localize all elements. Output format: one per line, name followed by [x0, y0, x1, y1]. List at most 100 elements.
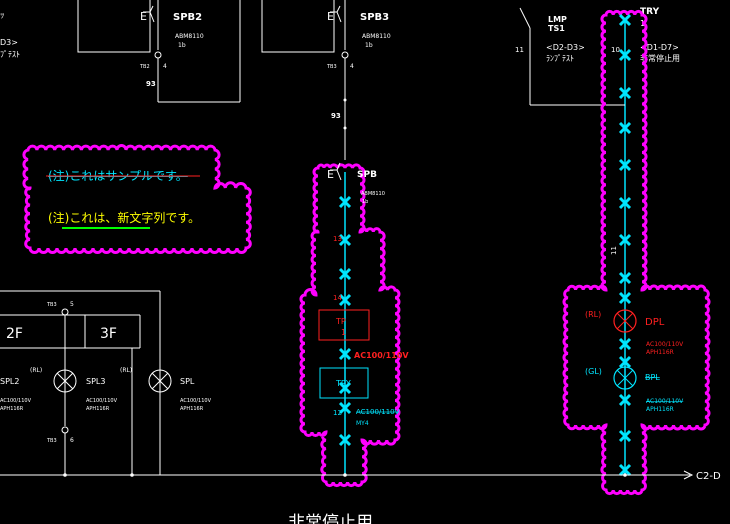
spb2-contact: 1b — [178, 42, 186, 49]
left-fragment-range: D3> — [0, 38, 18, 47]
cross-marker-icon — [338, 347, 352, 361]
footer-title: 非常停止用 — [288, 513, 373, 524]
ac-rating-b: AC100/110V — [86, 398, 118, 404]
switch-e-glyph-3: E — [327, 168, 334, 181]
right-wire-number: 11 — [610, 246, 618, 255]
cross-marker-icon — [618, 233, 632, 247]
dpl-spec: APH116R — [646, 349, 674, 356]
top-block-middle: E SPB3 ABM8110 1b TB3 4 93 — [261, 0, 391, 160]
lmp-label: LMP — [548, 15, 567, 24]
cross-marker-icon — [618, 13, 632, 27]
junction-dot — [623, 473, 627, 477]
junction-dot — [130, 473, 134, 477]
spl3-label: SPL3 — [86, 377, 105, 386]
left-fragment-test: ﾌﾟﾃｽﾄ — [0, 50, 20, 59]
cross-marker-icon — [338, 433, 352, 447]
spb3-wire-number: 93 — [331, 112, 341, 120]
middle-cross-markers — [338, 195, 352, 447]
cross-marker-icon — [618, 291, 632, 305]
dpl-ac-rating: AC100/110V — [646, 341, 684, 348]
right-column: (RL) DPL AC100/110V APH116R (GL) BPL AC1… — [562, 9, 711, 496]
relay-box-3f — [261, 0, 335, 53]
try-label: TRY — [640, 7, 660, 17]
middle-cloud-outline — [299, 163, 401, 488]
ac-rating-red: AC100/110V — [354, 351, 409, 360]
dpl-label: DPL — [645, 317, 665, 328]
spb2-spec: ABM8110 — [175, 33, 204, 40]
spb-label: SPB — [357, 170, 377, 180]
junction-dot — [343, 126, 347, 130]
junction-dot — [343, 98, 347, 102]
floor-3f-label: 3F — [100, 326, 117, 342]
cross-marker-icon — [338, 267, 352, 281]
tb3-top-label: TB3 — [46, 302, 57, 308]
cross-marker-icon — [338, 195, 352, 209]
tb2-label: TB2 — [139, 64, 150, 70]
left-fragment-glyph: ｯ — [0, 11, 5, 21]
relay-box-2f — [77, 0, 151, 53]
cross-marker-icon — [618, 463, 632, 477]
cross-marker-icon — [618, 271, 632, 285]
junction-dot — [63, 473, 67, 477]
note-cloud-outline — [22, 144, 252, 254]
junction-dot — [343, 473, 347, 477]
relay-box — [319, 367, 369, 399]
floor-2f-label: 2F — [6, 326, 23, 342]
top-block-left: E SPB2 ABM8110 1b TB2 4 93 D3> ﾌﾟﾃｽﾄ ｯ — [0, 0, 241, 103]
lmp-range: <D2-D3> — [546, 43, 585, 52]
note-new-string: (注)これは、新文字列です。 — [48, 210, 200, 225]
cross-marker-icon — [618, 86, 632, 100]
tb3-top-number: 5 — [70, 301, 74, 308]
ac-rating-cyan: AC100/110V — [356, 408, 400, 416]
right-cloud-outline — [562, 9, 711, 496]
wire-number-red-b: 14 — [333, 294, 342, 302]
lamp-symbol — [53, 369, 77, 393]
switch-spb2-symbol — [143, 5, 155, 23]
cross-marker-icon — [338, 293, 352, 307]
cross-marker-icon — [618, 196, 632, 210]
spb3-contact: 1b — [365, 42, 373, 49]
rl-label-b: (RL) — [120, 367, 132, 374]
spb3-spec: ABM8110 — [362, 33, 391, 40]
lamp-panel-left: 2F 3F TB3 5 TB3 6 SPL2 (RL) SPL3 (RL) SP… — [0, 290, 212, 475]
spb2-label: SPB2 — [173, 12, 202, 23]
dpl-lamp-symbol — [613, 309, 637, 333]
spec-c: APH116R — [180, 406, 204, 412]
wire-number-cyan: 12 — [333, 409, 342, 417]
bottom-bus: C2-D 非常停止用 — [0, 470, 721, 524]
timer-box — [318, 309, 370, 341]
rl-label-a: (RL) — [30, 367, 42, 374]
cross-marker-icon — [618, 337, 632, 351]
lmp-test-label: ﾗﾝﾌﾟﾃｽﾄ — [546, 54, 574, 63]
bus-destination-label: C2-D — [696, 471, 721, 482]
cross-marker-icon — [618, 158, 632, 172]
spec-a: APH116R — [0, 406, 24, 412]
tb3-number: 4 — [350, 63, 354, 70]
middle-column: E SPB ABM8110 1b TP 1 TRY 13 14 12 AC100… — [299, 162, 409, 488]
spb2-wire-number: 93 — [146, 80, 156, 88]
gl-label: (GL) — [585, 367, 602, 376]
cross-marker-icon — [618, 121, 632, 135]
ac-rating-c: AC100/110V — [180, 398, 212, 404]
switch-e-glyph: E — [140, 10, 147, 23]
cross-marker-icon — [338, 233, 352, 247]
timer-box-label: TP — [335, 317, 346, 326]
cross-marker-icon — [618, 355, 632, 369]
spb-contact: 1b — [362, 199, 368, 205]
lamp-symbol — [148, 369, 172, 393]
cross-marker-icon — [618, 429, 632, 443]
bpl-spec: APH116R — [646, 406, 674, 413]
cross-marker-icon — [338, 381, 352, 395]
lamp-switch-symbol — [519, 7, 531, 29]
rl-label: (RL) — [585, 310, 601, 319]
cross-marker-icon — [618, 393, 632, 407]
tb2-number: 4 — [163, 63, 167, 70]
spb-spec: ABM8110 — [361, 191, 385, 197]
tb3-label: TB3 — [326, 64, 337, 70]
top-block-right: LMP TS1 11 <D2-D3> ﾗﾝﾌﾟﾃｽﾄ TRY 1 10 <D1-… — [515, 7, 680, 106]
try-description: 非常停止用 — [640, 53, 680, 63]
arrow-right-icon — [683, 470, 694, 480]
ac-rating-a: AC100/110V — [0, 398, 32, 404]
